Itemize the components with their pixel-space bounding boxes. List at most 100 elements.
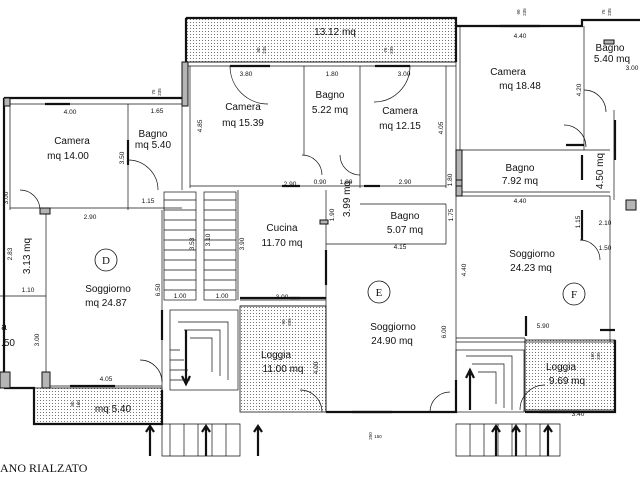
dim: 3.00 — [3, 191, 10, 204]
dim: 2.83 — [7, 247, 14, 260]
svg-text:235: 235 — [157, 88, 162, 96]
svg-text:250: 250 — [368, 432, 373, 440]
cucina-area: 11.70 mq — [262, 238, 303, 249]
dim: 3.40 — [572, 411, 585, 418]
svg-text:75: 75 — [383, 47, 388, 53]
bagno-507-area: 5.07 mq — [387, 225, 423, 236]
dim: 1.50 — [599, 245, 612, 252]
svg-text:160: 160 — [76, 400, 81, 408]
dim: 1.00 — [174, 293, 187, 300]
dim: 1.15 — [575, 215, 582, 228]
svg-text:235: 235 — [522, 8, 527, 16]
loggia-e-area — [239, 305, 327, 413]
svg-text:235: 235 — [607, 8, 612, 16]
loggia-f-area — [524, 339, 616, 411]
svg-text:235: 235 — [287, 318, 292, 326]
camera-1848-area: mq 18.48 — [499, 81, 541, 92]
dim: 4.00 — [64, 109, 77, 116]
dim: 3.00 — [398, 71, 411, 78]
svg-text:235: 235 — [389, 46, 394, 54]
door-marks — [45, 24, 617, 414]
dim: 4.20 — [576, 83, 583, 96]
dim: 3.00 — [34, 333, 41, 346]
svg-text:160: 160 — [590, 352, 595, 360]
vertical-450: 4.50 mq — [595, 153, 606, 189]
window-markers: 90 235 75 235 90 235 75 235 75 235 90 23… — [70, 8, 612, 440]
left-partial-area: .50 — [1, 338, 15, 349]
camera-1848-name: Camera — [490, 67, 526, 78]
svg-text:90: 90 — [516, 9, 521, 15]
dim: 1.10 — [22, 287, 35, 294]
svg-text:75: 75 — [601, 9, 606, 15]
dim: 2.90 — [399, 179, 412, 186]
terrace-top-label: 13.12 mq — [314, 27, 356, 38]
bagno-507-name: Bagno — [391, 211, 420, 222]
dim: 1.80 — [326, 71, 339, 78]
bagno-d-name: Bagno — [139, 129, 168, 140]
dim: 3.00 — [276, 294, 289, 301]
dim: 0.90 — [314, 179, 327, 186]
svg-text:75: 75 — [151, 89, 156, 95]
bagno-540b-area: 5.40 mq — [594, 54, 630, 65]
bagno-792-name: Bagno — [506, 163, 535, 174]
loggia-e-name: Loggia — [261, 350, 291, 361]
dim: 3.53 — [189, 237, 196, 250]
loggia-f-name: Loggia — [546, 362, 576, 373]
dim: 4.15 — [394, 244, 407, 251]
dim: 4.85 — [197, 119, 204, 132]
interior-walls — [0, 26, 615, 412]
dim: 2.10 — [599, 220, 612, 227]
dim: 1.00 — [216, 293, 229, 300]
soggiorno-d-name: Soggiorno — [85, 284, 131, 295]
camera-d-area: mq 14.00 — [47, 151, 89, 162]
bagno-522-area: 5.22 mq — [312, 105, 348, 116]
unit-e-circle — [367, 280, 391, 304]
dim: 1.15 — [142, 198, 155, 205]
bagno-d-area: mq 5.40 — [135, 140, 172, 151]
svg-text:150: 150 — [374, 434, 382, 439]
wall-segments — [0, 39, 637, 389]
svg-text:235: 235 — [596, 352, 601, 360]
dim: 6.50 — [155, 283, 162, 296]
floor-title: ANO RIALZATO — [0, 461, 88, 475]
unit-f-label: F — [571, 289, 577, 301]
loggia-f-area: 9.69 mq — [549, 376, 585, 387]
dim: 4.05 — [438, 121, 445, 134]
dim: 3.80 — [240, 71, 253, 78]
soggiorno-e-area: 24.90 mq — [371, 336, 413, 347]
terrace-bottom-left-area: mq 5.40 — [95, 404, 132, 415]
bagno-540b-name: Bagno — [596, 43, 625, 54]
dim: 4.40 — [514, 198, 527, 205]
svg-text:235: 235 — [262, 46, 267, 54]
svg-text:90: 90 — [70, 401, 75, 407]
dim: 1.75 — [448, 208, 455, 221]
unit-d-label: D — [102, 255, 110, 267]
staircase-e — [145, 309, 263, 457]
dim: 2.90 — [284, 181, 297, 188]
dim: 4.40 — [461, 263, 468, 276]
vertical-399: 3.99 mq — [342, 181, 353, 217]
dim: 3.00 — [626, 65, 639, 72]
unit-markers: D E F — [94, 248, 586, 306]
dim: 3.10 — [205, 233, 212, 246]
camera-1215-area: mq 12.15 — [379, 121, 421, 132]
room-labels: 13.12 mq Camera mq 14.00 Bagno mq 5.40 C… — [1, 27, 630, 415]
cucina-name: Cucina — [266, 223, 298, 234]
dim: 3.50 — [119, 151, 126, 164]
door-swings — [19, 65, 607, 413]
dim: 1.80 — [447, 173, 454, 186]
svg-text:90: 90 — [281, 319, 286, 325]
svg-text:90: 90 — [256, 47, 261, 53]
camera-1215-name: Camera — [382, 106, 418, 117]
dim: 4.00 — [313, 361, 320, 374]
dim: 5.90 — [537, 323, 550, 330]
bagno-792-area: 7.92 mq — [502, 176, 538, 187]
left-partial-prefix: a — [1, 322, 7, 333]
camera-1539-area: mq 15.39 — [222, 118, 264, 129]
dim: 1.90 — [329, 208, 336, 221]
unit-d-circle — [94, 248, 118, 272]
dim: 4.05 — [100, 376, 113, 383]
dim: 4.40 — [514, 33, 527, 40]
bagno-522-name: Bagno — [316, 90, 345, 101]
unit-e-label: E — [376, 287, 383, 299]
